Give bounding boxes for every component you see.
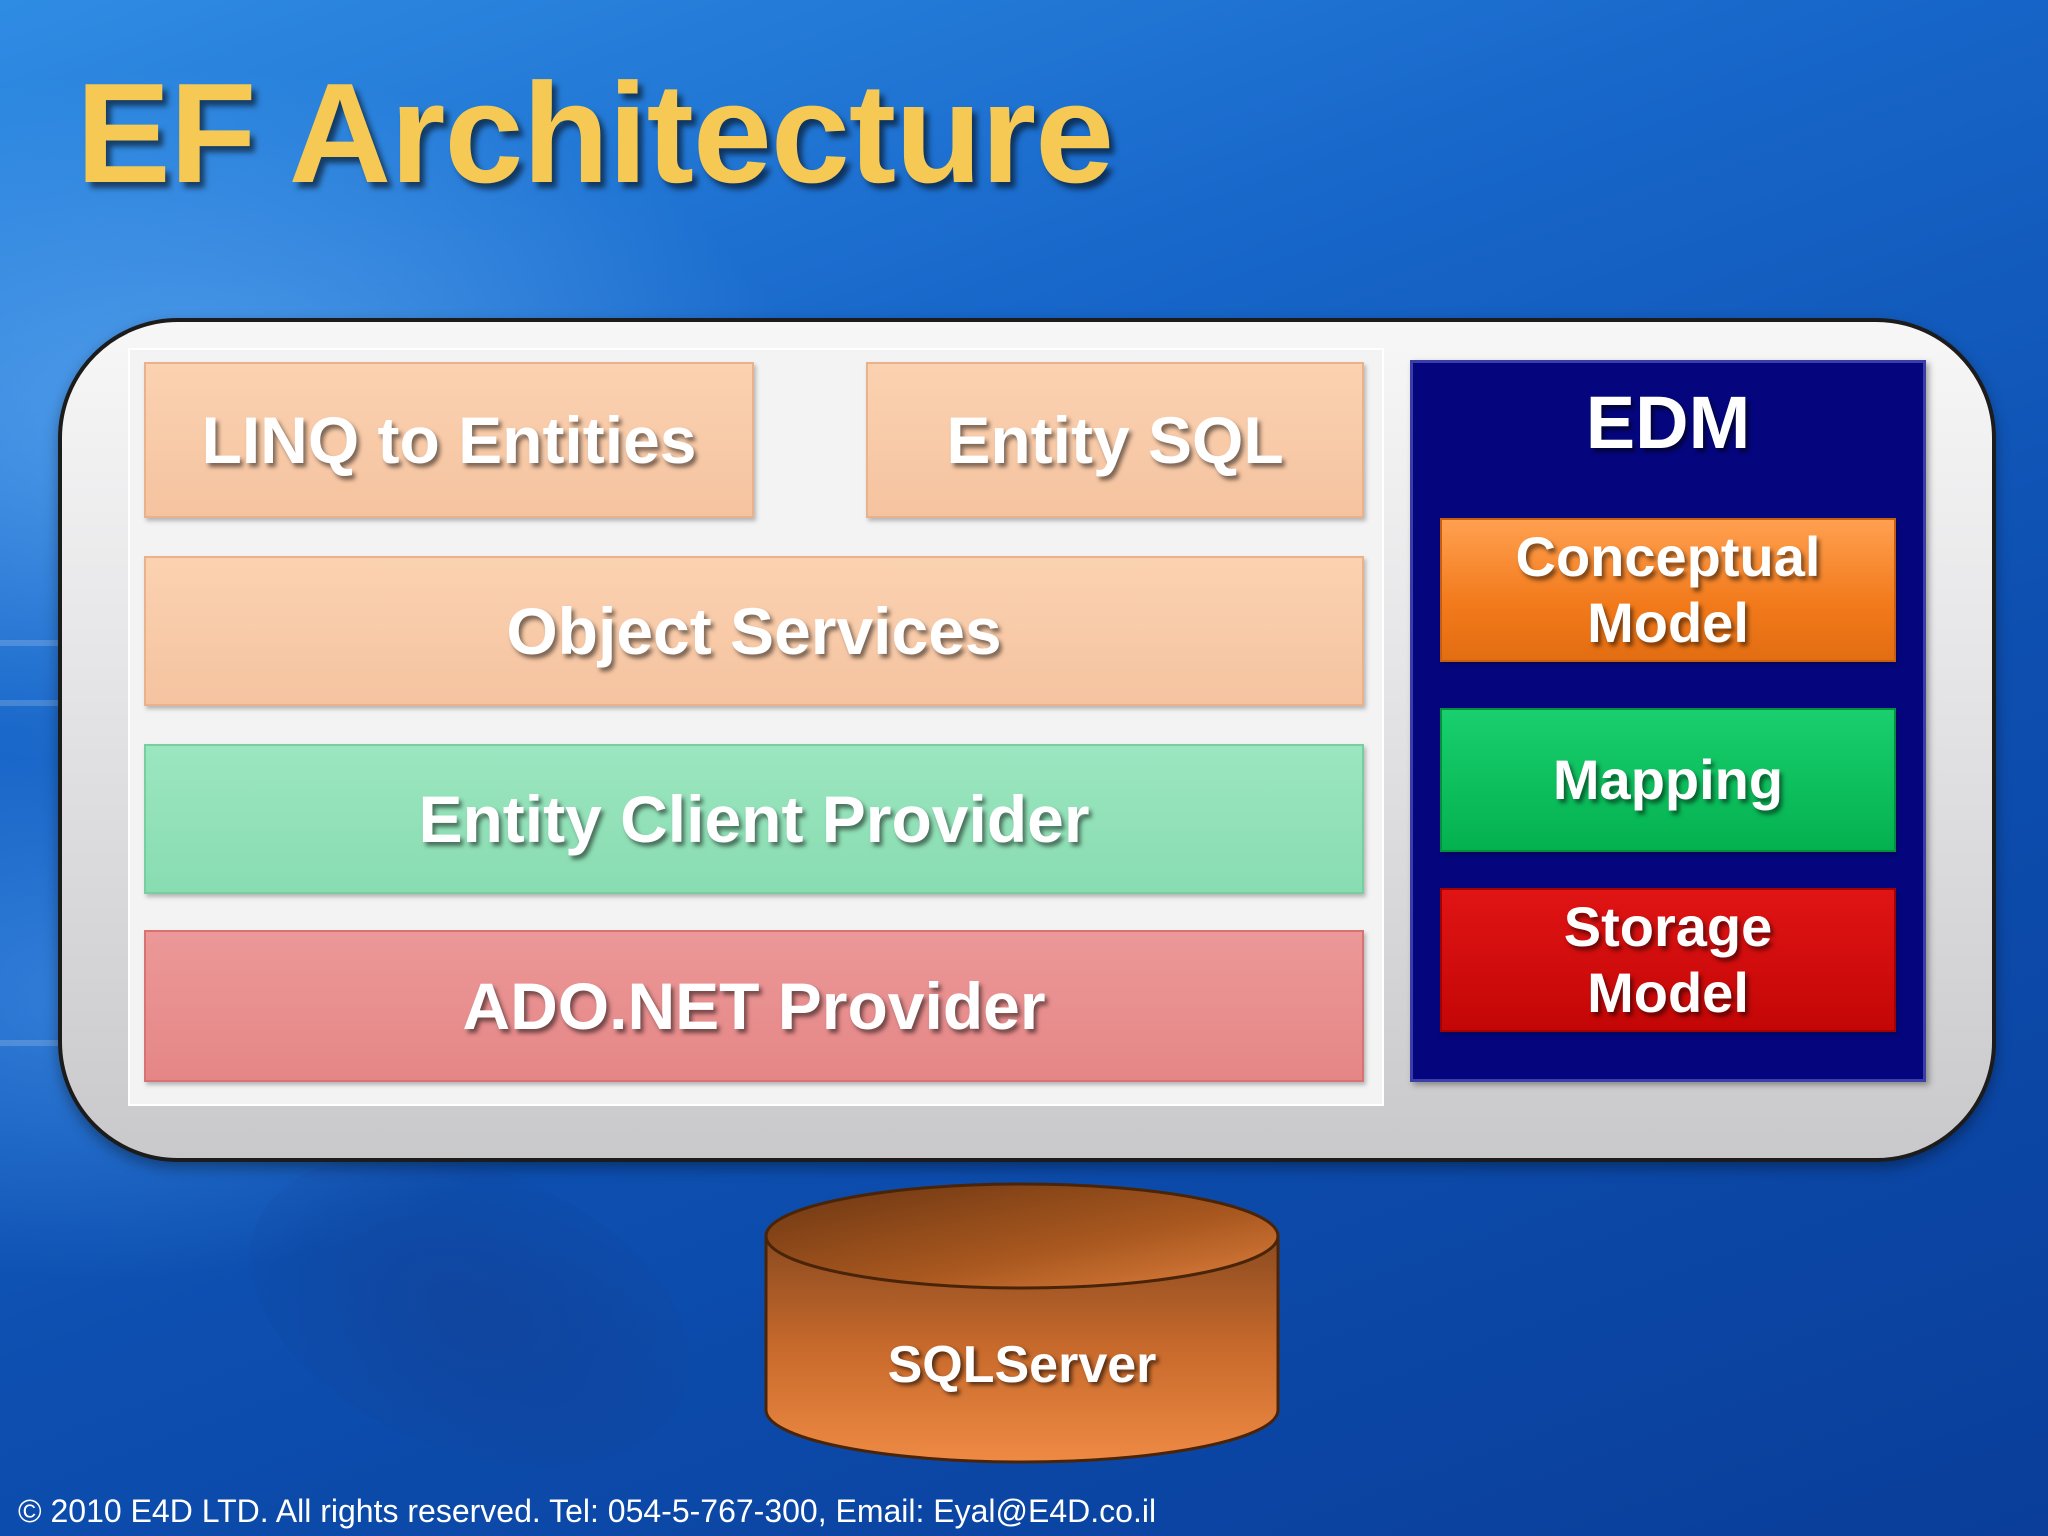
storage-model-label-line2: Model	[1587, 961, 1749, 1024]
slide-title: EF Architecture	[76, 54, 1114, 213]
entity-client-provider-label: Entity Client Provider	[418, 782, 1090, 856]
storage-model-box: Storage Model	[1440, 888, 1896, 1032]
linq-to-entities-box: LINQ to Entities	[144, 362, 754, 518]
mapping-label: Mapping	[1552, 748, 1784, 811]
object-services-box: Object Services	[144, 556, 1364, 706]
conceptual-model-label-line1: Conceptual	[1515, 525, 1821, 588]
database-cylinder-body	[764, 1234, 1280, 1464]
entity-sql-box: Entity SQL	[866, 362, 1364, 518]
storage-model-label-line1: Storage	[1563, 895, 1773, 958]
conceptual-model-label-line2: Model	[1587, 591, 1749, 654]
copyright-footer: © 2010 E4D LTD. All rights reserved. Tel…	[18, 1493, 1157, 1529]
ado-net-provider-label: ADO.NET Provider	[462, 969, 1046, 1043]
entity-client-provider-box: Entity Client Provider	[144, 744, 1364, 894]
object-services-label: Object Services	[506, 594, 1002, 668]
ado-net-provider-box: ADO.NET Provider	[144, 930, 1364, 1082]
entity-sql-label: Entity SQL	[946, 403, 1284, 477]
database-label: SQLServer	[887, 1336, 1157, 1394]
conceptual-model-box: Conceptual Model	[1440, 518, 1896, 662]
mapping-box: Mapping	[1440, 708, 1896, 852]
edm-title: EDM	[1585, 381, 1751, 464]
linq-to-entities-label: LINQ to Entities	[201, 403, 697, 477]
database-cylinder-top	[764, 1182, 1280, 1290]
